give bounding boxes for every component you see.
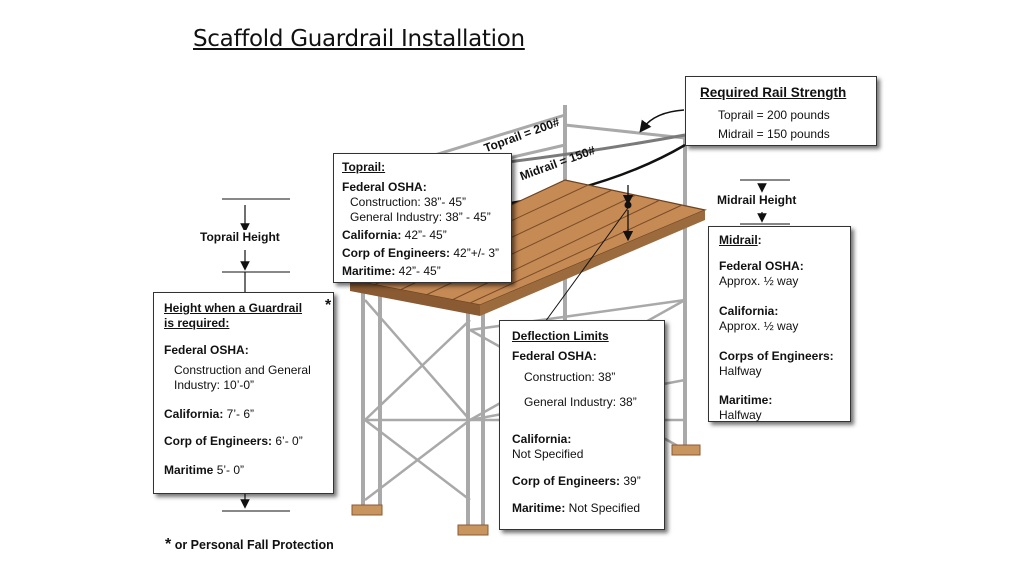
- height-heading-line1: Height when a Guardrail *: [164, 297, 331, 316]
- deflection-construction: Construction: 38”: [524, 370, 616, 384]
- height-heading-star: *: [325, 297, 332, 314]
- rail-strength-midrail: Midrail = 150 pounds: [718, 126, 830, 141]
- deflection-corps-row: Corp of Engineers: 39”: [512, 474, 652, 489]
- rail-strength-toprail: Toprail = 200 pounds: [718, 107, 830, 122]
- height-maritime-row: Maritime 5’- 0”: [164, 463, 323, 478]
- page-title: Scaffold Guardrail Installation: [193, 26, 525, 52]
- footnote: * or Personal Fall Protection: [165, 536, 334, 554]
- toprail-maritime-value: 42”- 45”: [395, 264, 441, 278]
- deflection-general-industry: General Industry: 38”: [524, 395, 637, 409]
- midrail-california-value: Approx. ½ way: [719, 319, 799, 333]
- toprail-maritime-row: Maritime: 42”- 45”: [342, 264, 503, 279]
- midrail-california-label: California:: [719, 304, 779, 318]
- guardrail-height-box: Height when a Guardrail * is required: Fe…: [153, 292, 334, 494]
- toprail-california-value: 42”- 45”: [401, 228, 447, 242]
- deflection-california-label: California:: [512, 432, 572, 446]
- height-heading-line1-text: Height when a Guardrail: [164, 301, 303, 315]
- midrail-maritime-label: Maritime:: [719, 393, 773, 407]
- height-federal-value-line2: Industry: 10’-0”: [174, 378, 255, 392]
- toprail-corps-value: 42”+/- 3”: [450, 246, 500, 260]
- rail-strength-heading: Required Rail Strength: [700, 85, 847, 100]
- deflection-corps-label: Corp of Engineers:: [512, 474, 621, 488]
- deflection-federal-label: Federal OSHA:: [512, 349, 597, 363]
- midrail-federal-value: Approx. ½ way: [719, 274, 799, 288]
- midrail-requirements-box: Midrail: Federal OSHA: Approx. ½ way Cal…: [708, 226, 851, 422]
- height-maritime-label: Maritime: [164, 463, 214, 477]
- deflection-heading: Deflection Limits: [512, 329, 609, 343]
- deflection-limits-box: Deflection Limits Federal OSHA: Construc…: [499, 320, 665, 530]
- deflection-corps-value: 39”: [620, 474, 641, 488]
- height-federal-value-line1: Construction and General: [174, 363, 311, 377]
- toprail-california-row: California: 42”- 45”: [342, 228, 503, 243]
- height-corps-label: Corp of Engineers:: [164, 434, 273, 448]
- midrail-corps-value: Halfway: [719, 364, 762, 378]
- midrail-heading-suffix: :: [757, 233, 762, 247]
- deflection-california-value: Not Specified: [512, 447, 584, 461]
- toprail-california-label: California:: [342, 228, 402, 242]
- toprail-height-label: Toprail Height: [200, 230, 280, 244]
- height-california-row: California: 7’- 6”: [164, 407, 323, 422]
- deflection-maritime-label: Maritime:: [512, 501, 566, 515]
- toprail-general-industry: General Industry: 38” - 45”: [350, 210, 491, 224]
- midrail-corps-label: Corps of Engineers:: [719, 349, 834, 363]
- toprail-construction: Construction: 38”- 45”: [350, 195, 467, 209]
- midrail-height-label: Midrail Height: [717, 193, 797, 207]
- footnote-text: or Personal Fall Protection: [171, 538, 334, 552]
- rail-strength-box: Required Rail Strength Toprail = 200 pou…: [685, 76, 877, 146]
- midrail-heading-row: Midrail:: [719, 233, 840, 248]
- midrail-maritime-value: Halfway: [719, 408, 762, 422]
- deflection-maritime-value: Not Specified: [565, 501, 641, 515]
- toprail-requirements-box: Toprail: Federal OSHA: Construction: 38”…: [333, 153, 512, 283]
- midrail-heading: Midrail: [719, 233, 758, 247]
- height-california-value: 7’- 6”: [223, 407, 255, 421]
- height-california-label: California:: [164, 407, 224, 421]
- footnote-star: *: [165, 536, 172, 553]
- deflection-maritime-row: Maritime: Not Specified: [512, 501, 652, 516]
- toprail-federal-label: Federal OSHA:: [342, 180, 427, 194]
- height-maritime-value: 5’- 0”: [213, 463, 245, 477]
- toprail-corps-row: Corp of Engineers: 42”+/- 3”: [342, 246, 503, 261]
- toprail-heading: Toprail:: [342, 160, 386, 174]
- height-corps-row: Corp of Engineers: 6’- 0”: [164, 434, 323, 449]
- toprail-corps-label: Corp of Engineers:: [342, 246, 451, 260]
- toprail-maritime-label: Maritime:: [342, 264, 396, 278]
- midrail-federal-label: Federal OSHA:: [719, 259, 804, 273]
- height-federal-label: Federal OSHA:: [164, 343, 249, 357]
- height-corps-value: 6’- 0”: [272, 434, 303, 448]
- height-heading-line2: is required:: [164, 316, 230, 330]
